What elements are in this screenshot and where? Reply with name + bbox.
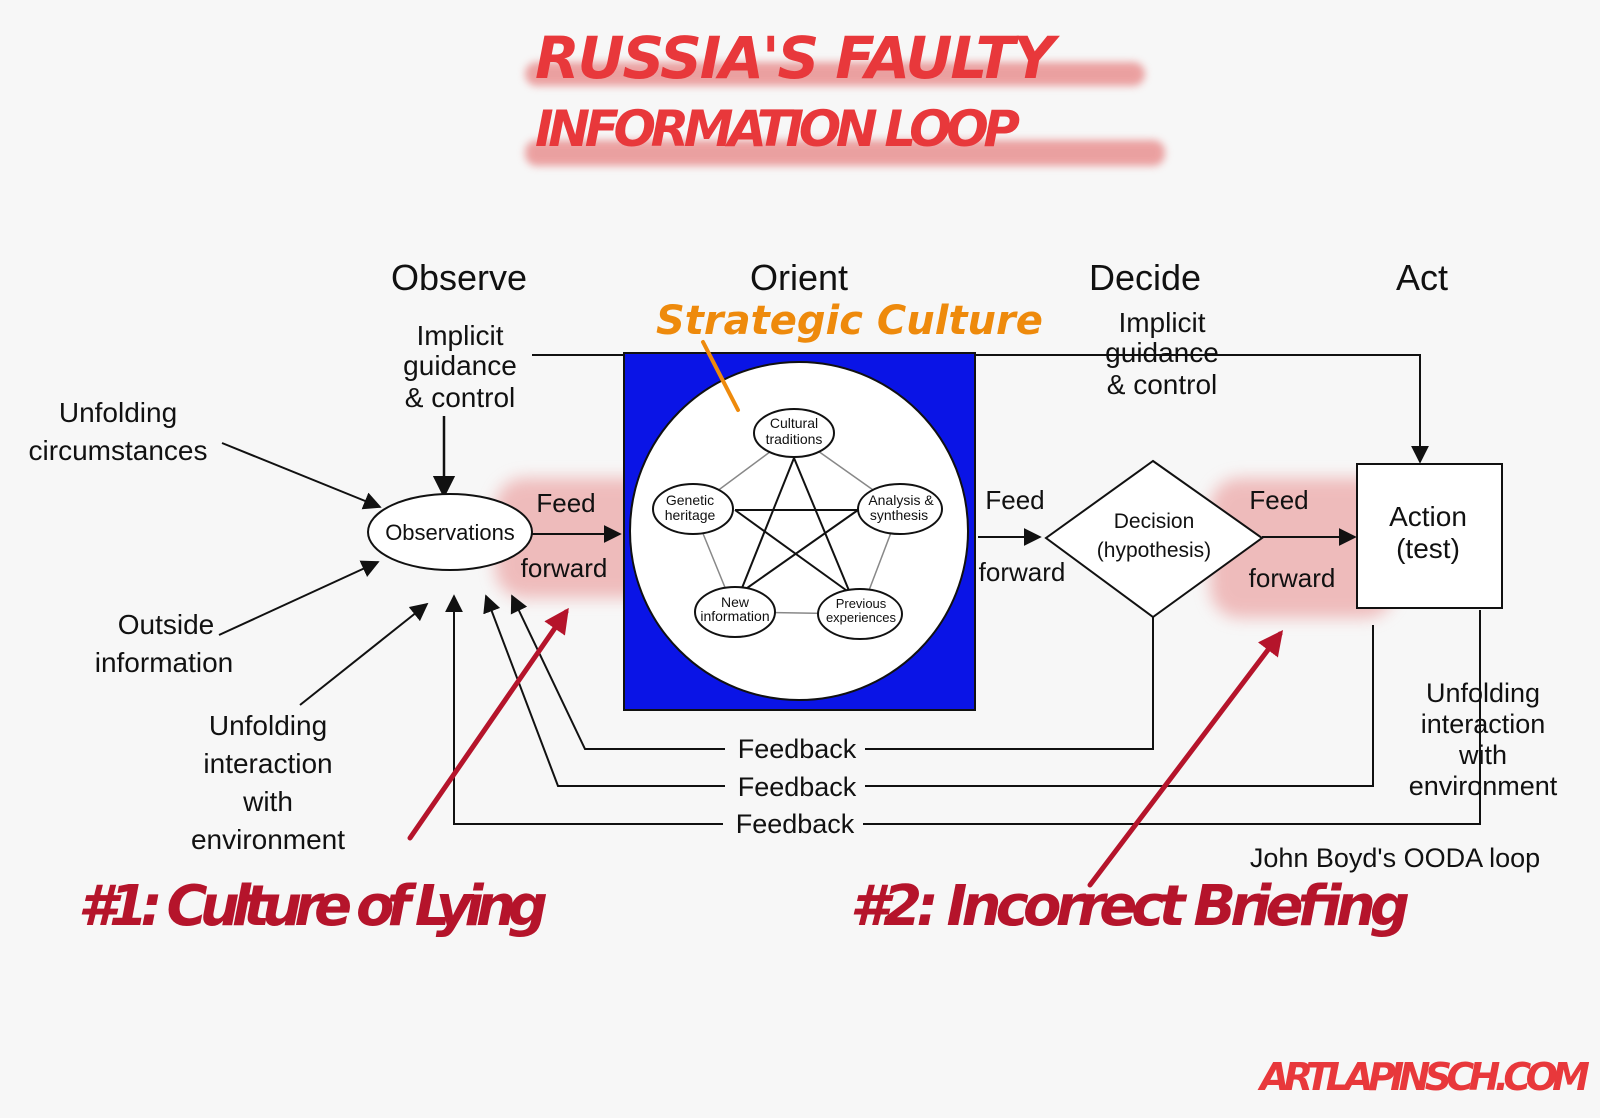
orient-star: [734, 457, 859, 594]
credit: ARTLAPINSCH.COM: [1257, 1055, 1590, 1099]
svg-text:Cultural: Cultural: [770, 415, 818, 431]
svg-text:with: with: [1458, 740, 1507, 770]
title-highlight-2: [525, 140, 1165, 166]
node-genetic-heritage: Genetic heritage: [652, 483, 734, 535]
feedback-loop-decide: [510, 594, 1154, 750]
svg-text:New: New: [721, 594, 750, 610]
svg-text:& control: & control: [1107, 369, 1218, 400]
title-line-2: INFORMATION LOOP: [535, 100, 1020, 158]
arrow-unfolding-interaction: [299, 602, 429, 706]
svg-text:circumstances: circumstances: [29, 435, 208, 466]
input-outside-information: Outside information: [95, 609, 234, 678]
feedback-loop-environment: [445, 594, 1481, 825]
arrow-outside-information: [218, 560, 380, 636]
feed-label-3: Feed: [1249, 485, 1308, 515]
feedback-label-3: Feedback: [736, 809, 855, 839]
phase-act: Act: [1396, 257, 1448, 298]
node-previous-experiences: Previous experiences: [817, 588, 903, 640]
incorrect-briefing-arrow: [1087, 630, 1284, 888]
phase-orient: Orient: [750, 257, 848, 298]
incorrect-briefing-label: #2: Incorrect Briefing: [850, 874, 1410, 939]
culture-of-lying-arrow: [407, 607, 569, 841]
svg-text:information: information: [95, 647, 234, 678]
strategic-culture-pointer: [701, 340, 740, 412]
svg-text:Unfolding: Unfolding: [59, 397, 177, 428]
svg-text:interaction: interaction: [1421, 709, 1546, 739]
title-highlight-1: [525, 62, 1145, 86]
phase-decide: Decide: [1089, 257, 1201, 298]
forward-label-3: forward: [1249, 563, 1336, 593]
svg-text:experiences: experiences: [826, 610, 897, 625]
svg-text:environment: environment: [191, 824, 345, 855]
strategic-culture-label: Strategic Culture: [656, 298, 1043, 344]
node-decision: Decision (hypothesis): [1044, 459, 1264, 619]
node-analysis-synthesis: Analysis & synthesis: [857, 483, 943, 535]
svg-text:Previous: Previous: [836, 596, 887, 611]
feed-label-1: Feed: [536, 488, 595, 518]
caption: John Boyd's OODA loop: [1250, 843, 1540, 873]
culture-of-lying-label: #1: Culture of Lying: [78, 874, 548, 939]
svg-text:(hypothesis): (hypothesis): [1097, 539, 1211, 562]
node-action: Action (test): [1356, 463, 1503, 609]
svg-text:Outside: Outside: [118, 609, 215, 640]
svg-text:heritage: heritage: [665, 507, 716, 523]
phase-observe: Observe: [391, 257, 527, 298]
svg-text:interaction: interaction: [203, 748, 332, 779]
svg-text:information: information: [700, 608, 769, 624]
node-observations: Observations: [367, 493, 533, 571]
svg-text:traditions: traditions: [766, 431, 823, 447]
svg-text:Unfolding: Unfolding: [1426, 678, 1540, 708]
svg-text:(test): (test): [1396, 533, 1460, 564]
arrow-unfolding-circumstances: [221, 442, 382, 510]
input-unfolding-interaction-act: Unfolding interaction with environment: [1409, 678, 1558, 801]
feedback-loop-act: [483, 594, 1374, 787]
feed-label-2: Feed: [985, 485, 1044, 515]
node-new-information: New information: [694, 586, 776, 638]
svg-text:guidance: guidance: [403, 350, 517, 381]
svg-text:environment: environment: [1409, 771, 1558, 801]
input-unfolding-circumstances: Unfolding circumstances: [29, 397, 208, 466]
svg-text:& control: & control: [405, 382, 516, 413]
svg-text:Implicit: Implicit: [416, 320, 503, 351]
title-line-1: RUSSIA'S FAULTY: [535, 24, 1060, 92]
svg-text:Analysis &: Analysis &: [868, 492, 934, 508]
svg-text:synthesis: synthesis: [870, 507, 928, 523]
svg-text:Observations: Observations: [385, 520, 515, 545]
svg-text:Unfolding: Unfolding: [209, 710, 327, 741]
forward-label-2: forward: [979, 557, 1066, 587]
svg-text:Action: Action: [1389, 501, 1467, 532]
svg-text:Implicit: Implicit: [1118, 307, 1205, 338]
feedback-label-1: Feedback: [738, 734, 857, 764]
input-unfolding-interaction: Unfolding interaction with environment: [191, 710, 345, 855]
forward-label-1: forward: [521, 553, 608, 583]
svg-text:Decision: Decision: [1114, 510, 1195, 533]
feed-forward-highlight-2: [1210, 478, 1395, 618]
title: RUSSIA'S FAULTY INFORMATION LOOP: [525, 24, 1165, 166]
input-implicit-guidance-decide: Implicit guidance & control: [1105, 307, 1219, 400]
node-cultural-traditions: Cultural traditions: [753, 408, 835, 458]
feed-forward-highlight-1: [495, 478, 665, 598]
svg-text:with: with: [242, 786, 293, 817]
svg-text:guidance: guidance: [1105, 337, 1219, 368]
feedback-label-2: Feedback: [738, 772, 857, 802]
input-implicit-guidance-observe: Implicit guidance & control: [403, 320, 517, 413]
svg-text:Genetic: Genetic: [666, 492, 714, 508]
